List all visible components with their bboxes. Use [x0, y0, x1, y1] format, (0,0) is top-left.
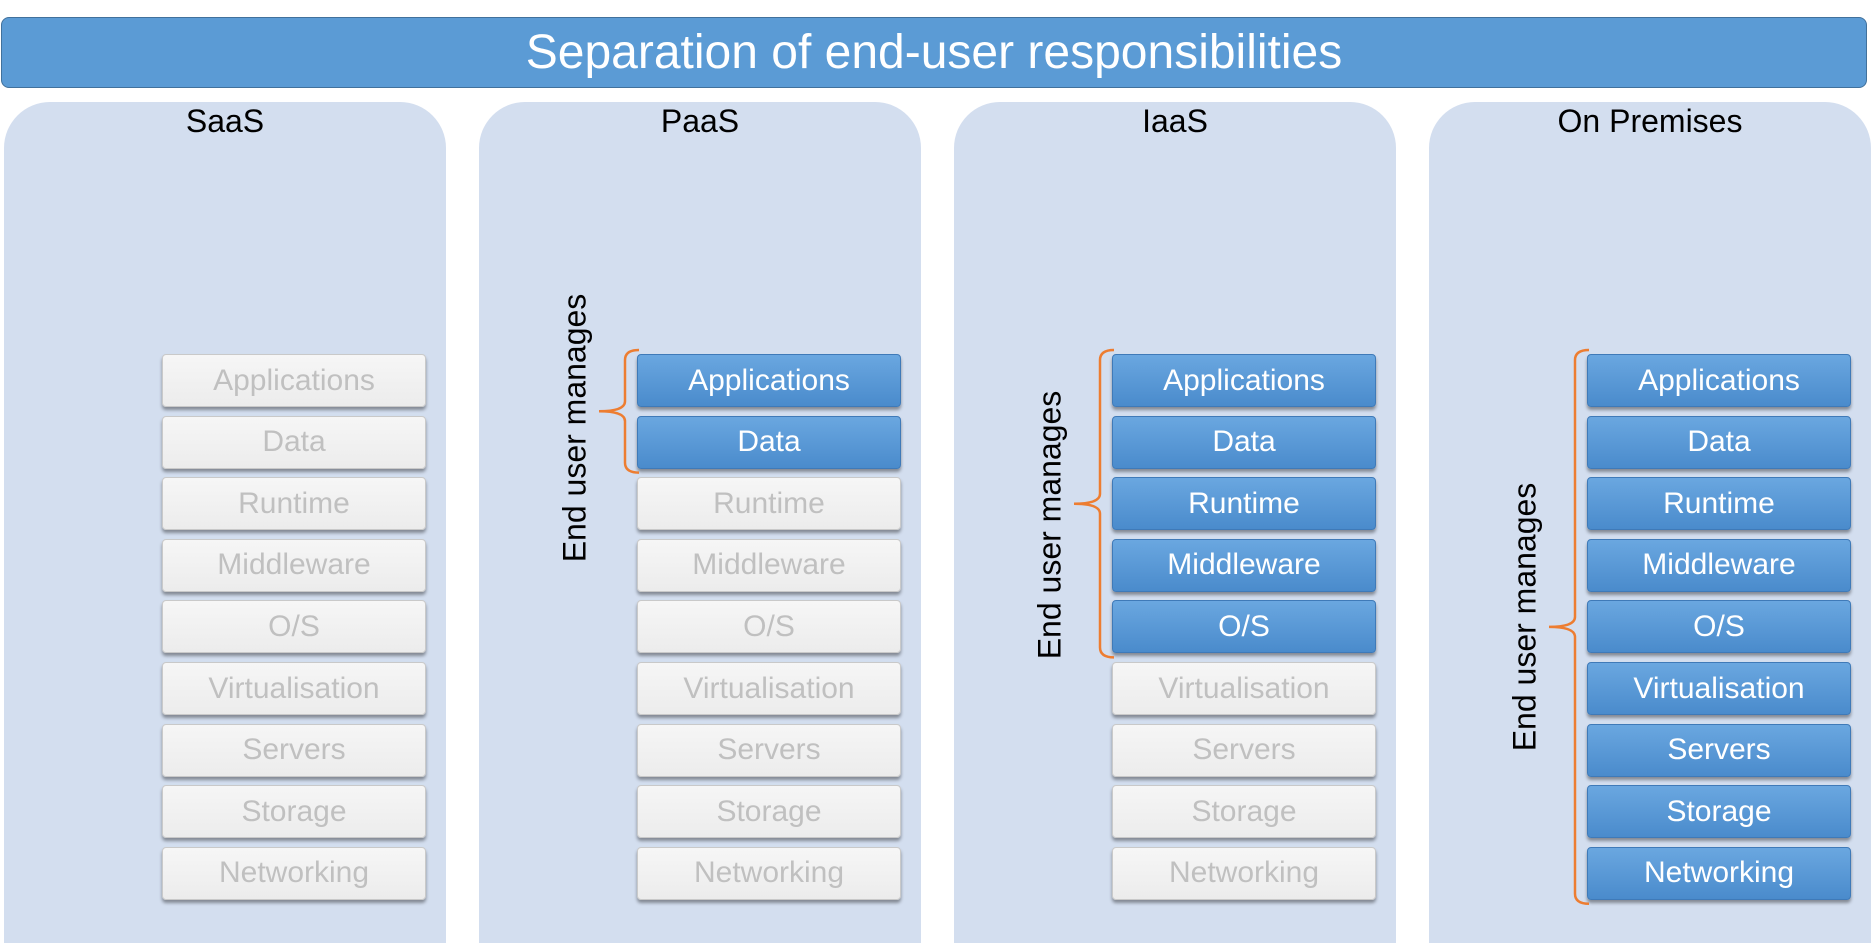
page-title: Separation of end-user responsibilities [1, 17, 1867, 88]
layer-data-managed: Data [1112, 415, 1376, 469]
layer-networking-managed: Networking [1587, 846, 1851, 900]
layer-virtualisation-provided: Virtualisation [637, 662, 901, 715]
layer-virtualisation-managed: Virtualisation [1587, 662, 1851, 715]
layer-networking-provided: Networking [162, 846, 426, 900]
layer-applications-managed: Applications [637, 354, 901, 407]
layer-data-provided: Data [162, 415, 426, 469]
layer-storage-provided: Storage [1112, 785, 1376, 839]
layer-virtualisation-provided: Virtualisation [162, 662, 426, 715]
layer-storage-provided: Storage [162, 785, 426, 839]
layer-o-s-provided: O/S [637, 600, 901, 654]
layer-middleware-managed: Middleware [1112, 538, 1376, 592]
layer-networking-provided: Networking [637, 846, 901, 900]
layer-storage-provided: Storage [637, 785, 901, 839]
layer-applications-managed: Applications [1587, 354, 1851, 407]
layer-runtime-provided: Runtime [162, 477, 426, 531]
panel-heading-paas: PaaS [660, 103, 740, 139]
layer-applications-managed: Applications [1112, 354, 1376, 407]
layer-middleware-provided: Middleware [637, 538, 901, 592]
layer-servers-provided: Servers [637, 723, 901, 777]
layer-virtualisation-provided: Virtualisation [1112, 662, 1376, 715]
layer-data-managed: Data [1587, 415, 1851, 469]
layer-servers-managed: Servers [1587, 723, 1851, 777]
end-user-manages-text: End user manages [1506, 482, 1543, 752]
layer-o-s-provided: O/S [162, 600, 426, 654]
layer-storage-managed: Storage [1587, 785, 1851, 839]
panel-heading-iaas: IaaS [1142, 103, 1208, 139]
layer-runtime-managed: Runtime [1587, 477, 1851, 531]
panel-heading-on-premises: On Premises [1557, 103, 1743, 139]
layer-data-managed: Data [637, 415, 901, 469]
layer-applications-provided: Applications [162, 354, 426, 407]
layer-middleware-managed: Middleware [1587, 538, 1851, 592]
layer-middleware-provided: Middleware [162, 538, 426, 592]
layer-servers-provided: Servers [162, 723, 426, 777]
layer-servers-provided: Servers [1112, 723, 1376, 777]
layer-o-s-managed: O/S [1587, 600, 1851, 654]
layer-o-s-managed: O/S [1112, 600, 1376, 654]
layer-runtime-provided: Runtime [637, 477, 901, 531]
layer-networking-provided: Networking [1112, 846, 1376, 900]
panel-heading-saas: SaaS [185, 103, 265, 139]
layer-runtime-managed: Runtime [1112, 477, 1376, 531]
